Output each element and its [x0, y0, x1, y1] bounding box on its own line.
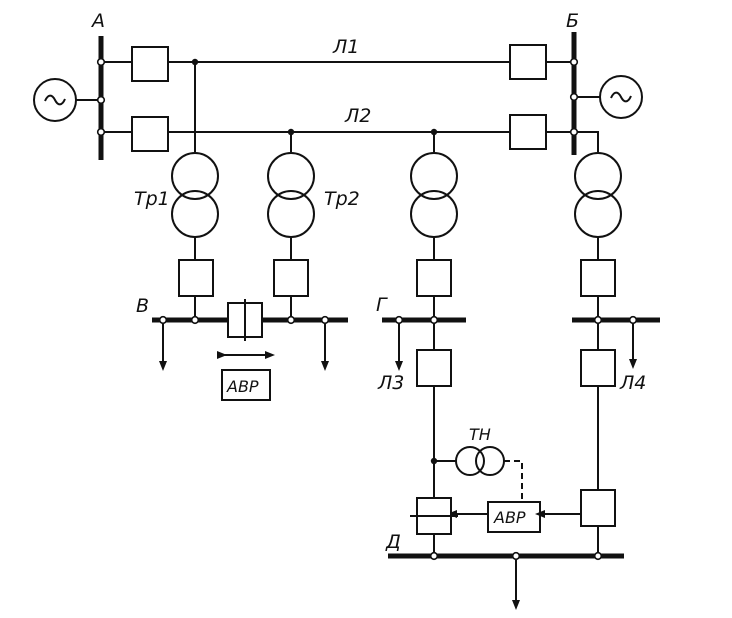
bus-g-label: Г — [376, 294, 388, 316]
transformer-tr1 — [171, 152, 219, 200]
breaker-l4-d — [580, 489, 616, 527]
avr-d-box — [487, 501, 541, 533]
avr-v-box — [221, 369, 271, 401]
voltage-transformer-label: ТН — [469, 425, 491, 444]
transformer-4 — [574, 152, 622, 200]
breaker-l4 — [580, 349, 616, 387]
voltage-transformer-tn — [434, 446, 523, 500]
breaker-t3 — [416, 259, 452, 297]
breaker-l1-a — [131, 46, 169, 82]
bus-a-label: А — [90, 10, 105, 32]
transformer-3 — [410, 152, 458, 200]
transformer-tr1-branch — [171, 62, 219, 320]
transformer-3-branch — [410, 132, 458, 320]
transformer-tr2 — [267, 152, 315, 200]
transformer-tr2-label: Тр2 — [324, 188, 360, 210]
breaker-l3-d — [410, 492, 458, 556]
generator-b — [599, 75, 643, 119]
line-l4-label: Л4 — [619, 372, 646, 394]
generator-a — [33, 78, 77, 122]
bus-b-label: Б — [566, 10, 579, 32]
line-l2-label: Л2 — [344, 105, 371, 127]
bus-d-label: Д — [385, 531, 401, 553]
breaker-tr1 — [178, 259, 214, 297]
avr-d-label: АВР — [493, 508, 526, 527]
line-l1-label: Л1 — [332, 36, 359, 58]
transformer-4-branch — [574, 131, 622, 320]
breaker-tr2 — [273, 259, 309, 297]
line-l4 — [580, 320, 616, 556]
bus-v-sectional-breaker — [227, 299, 263, 341]
line-l1 — [101, 44, 574, 82]
line-l2 — [101, 114, 574, 152]
breaker-l3 — [416, 349, 452, 387]
junction-dots — [96, 57, 638, 561]
transformer-tr2-branch — [267, 132, 315, 320]
line-l3 — [416, 320, 452, 492]
line-l3-label: Л3 — [377, 372, 404, 394]
transformer-tr1-label: Тр1 — [134, 188, 170, 210]
breaker-l2-a — [131, 116, 169, 152]
breaker-t4 — [580, 259, 616, 297]
avr-v-label: АВР — [226, 377, 259, 396]
breaker-l1-b — [509, 44, 547, 80]
bus-v-label: В — [136, 295, 149, 317]
breaker-l2-b — [509, 114, 547, 150]
